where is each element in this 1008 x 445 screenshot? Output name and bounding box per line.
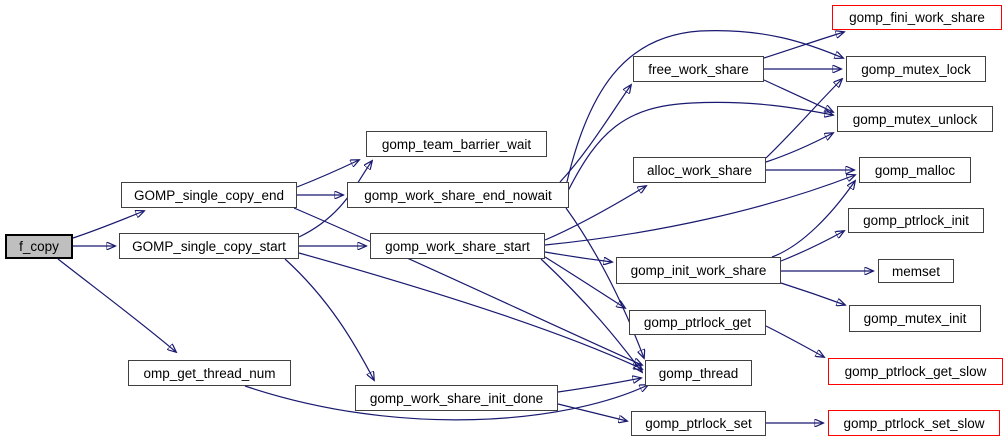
edge-omp_get_thread_num-gomp_thread: [244, 385, 648, 421]
edge-gomp_work_share_start-gomp_ptrlock_get: [544, 256, 625, 308]
node-omp_get_thread_num[interactable]: omp_get_thread_num: [128, 360, 291, 386]
node-gomp_mutex_unlock[interactable]: gomp_mutex_unlock: [837, 106, 993, 132]
node-gomp_work_share_end_nowait[interactable]: gomp_work_share_end_nowait: [347, 182, 569, 208]
node-gomp_mutex_lock[interactable]: gomp_mutex_lock: [846, 56, 986, 82]
edge-free_work_share-gomp_mutex_unlock: [763, 79, 833, 112]
node-memset[interactable]: memset: [878, 259, 954, 283]
node-gomp_ptrlock_get[interactable]: gomp_ptrlock_get: [629, 310, 766, 335]
edge-GOMP_single_copy_end-gomp_thread: [293, 207, 642, 365]
edge-alloc_work_share-gomp_mutex_lock: [765, 79, 842, 159]
edge-gomp_work_share_start-gomp_thread: [540, 258, 642, 372]
node-alloc_work_share[interactable]: alloc_work_share: [633, 157, 766, 183]
edge-GOMP_single_copy_start-gomp_thread: [298, 252, 642, 369]
node-gomp_fini_work_share[interactable]: gomp_fini_work_share: [832, 5, 1002, 30]
edge-gomp_work_share_end_nowait-gomp_mutex_lock: [565, 30, 843, 187]
edge-f_copy-GOMP_single_copy_end: [72, 211, 144, 239]
edge-gomp_work_share_end_nowait-gomp_mutex_unlock: [567, 101, 833, 192]
node-gomp_init_work_share[interactable]: gomp_init_work_share: [616, 257, 781, 284]
node-GOMP_single_copy_end[interactable]: GOMP_single_copy_end: [121, 182, 297, 208]
edge-gomp_init_work_share-gomp_malloc: [771, 181, 855, 258]
edge-gomp_init_work_share-gomp_mutex_init: [780, 282, 845, 305]
node-gomp_ptrlock_init[interactable]: gomp_ptrlock_init: [848, 208, 984, 233]
edge-gomp_work_share_init_done-gomp_ptrlock_set: [557, 403, 627, 421]
edge-gomp_init_work_share-gomp_ptrlock_init: [780, 231, 844, 262]
edge-GOMP_single_copy_start-gomp_work_share_init_done: [284, 258, 374, 380]
node-free_work_share[interactable]: free_work_share: [633, 56, 764, 82]
edge-gomp_work_share_start-alloc_work_share: [544, 186, 646, 241]
node-gomp_ptrlock_get_slow[interactable]: gomp_ptrlock_get_slow: [828, 358, 1003, 385]
edge-GOMP_single_copy_end-gomp_team_barrier_wait: [296, 160, 359, 188]
edge-gomp_work_share_init_done-gomp_thread: [557, 378, 641, 393]
node-gomp_team_barrier_wait[interactable]: gomp_team_barrier_wait: [366, 131, 547, 157]
node-f_copy: f_copy: [5, 234, 73, 259]
node-gomp_thread[interactable]: gomp_thread: [645, 360, 752, 386]
edge-free_work_share-gomp_fini_work_share: [763, 32, 844, 59]
node-gomp_work_share_init_done[interactable]: gomp_work_share_init_done: [355, 385, 558, 411]
node-gomp_ptrlock_set[interactable]: gomp_ptrlock_set: [631, 411, 766, 436]
node-gomp_work_share_start[interactable]: gomp_work_share_start: [370, 233, 545, 259]
edge-f_copy-omp_get_thread_num: [57, 258, 176, 352]
edge-alloc_work_share-gomp_mutex_unlock: [765, 133, 833, 163]
edge-gomp_work_share_start-gomp_init_work_share: [544, 251, 612, 262]
edge-gomp_work_share_end_nowait-gomp_thread: [565, 207, 644, 358]
node-GOMP_single_copy_start[interactable]: GOMP_single_copy_start: [119, 233, 299, 259]
node-gomp_mutex_init[interactable]: gomp_mutex_init: [849, 305, 981, 332]
edge-gomp_work_share_start-gomp_malloc: [544, 175, 855, 246]
node-gomp_ptrlock_set_slow[interactable]: gomp_ptrlock_set_slow: [828, 410, 1000, 436]
edge-gomp_ptrlock_get-gomp_ptrlock_get_slow: [765, 325, 824, 357]
node-gomp_malloc[interactable]: gomp_malloc: [859, 157, 971, 183]
